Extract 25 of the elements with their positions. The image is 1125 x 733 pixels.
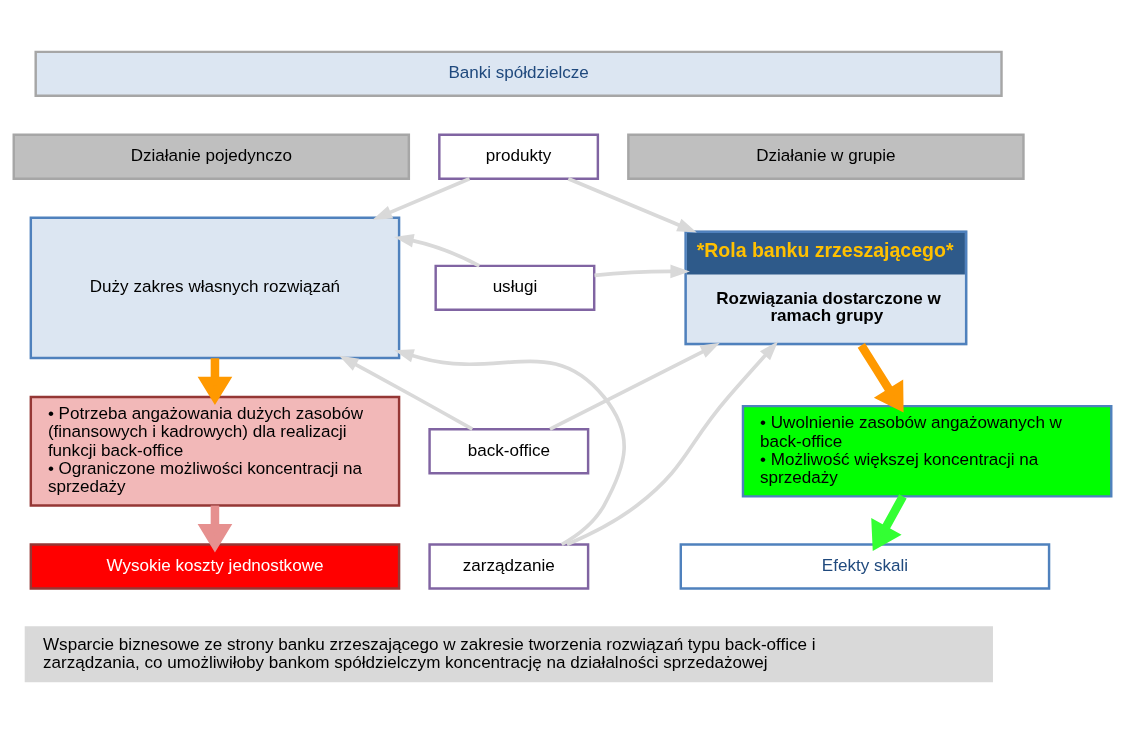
node-box: Działanie pojedynczo (12, 133, 411, 180)
node-box: Działanie w grupie (627, 133, 1025, 180)
arrow (857, 343, 904, 413)
arrow (594, 264, 690, 279)
arrow (567, 177, 697, 233)
node-box: • Uwolnienie zasobów angażowanych w back-office • Możliwość większej koncentracji na sprzedaży (741, 404, 1113, 498)
node-box: zarządzanie (428, 543, 590, 590)
node-box: Efekty skali (679, 543, 1051, 590)
arrow (394, 349, 626, 547)
arrow (394, 233, 481, 268)
arrow (549, 342, 720, 431)
arrow (566, 341, 779, 547)
node-box: Duży zakres własnych rozwiązań (29, 216, 401, 360)
node-box: produkty (438, 133, 600, 180)
node-box: back-office (428, 428, 590, 475)
arrow (197, 358, 233, 406)
node-box: Banki spółdzielcze (34, 50, 1003, 97)
arrow (372, 177, 471, 220)
node-box: • Potrzeba angażowania dużych zasobów (finansowych i kadrowych) dla realizacji funkcji back-office • Ograniczone możliwości koncentracji na sprzedaży (29, 395, 401, 507)
arrow (338, 355, 474, 431)
node-box: Wsparcie biznesowe ze strony banku zrzeszającego w zakresie tworzenia rozwiązań typu back-office i zarządzania, co umożliwiłoby bankom spółdzielczym koncentrację na działalności sprzedażowej (24, 626, 993, 683)
node-box: usługi (434, 264, 596, 311)
arrow (197, 505, 233, 553)
arrow (871, 494, 907, 552)
node-box: Wysokie koszty jednostkowe (29, 543, 401, 590)
